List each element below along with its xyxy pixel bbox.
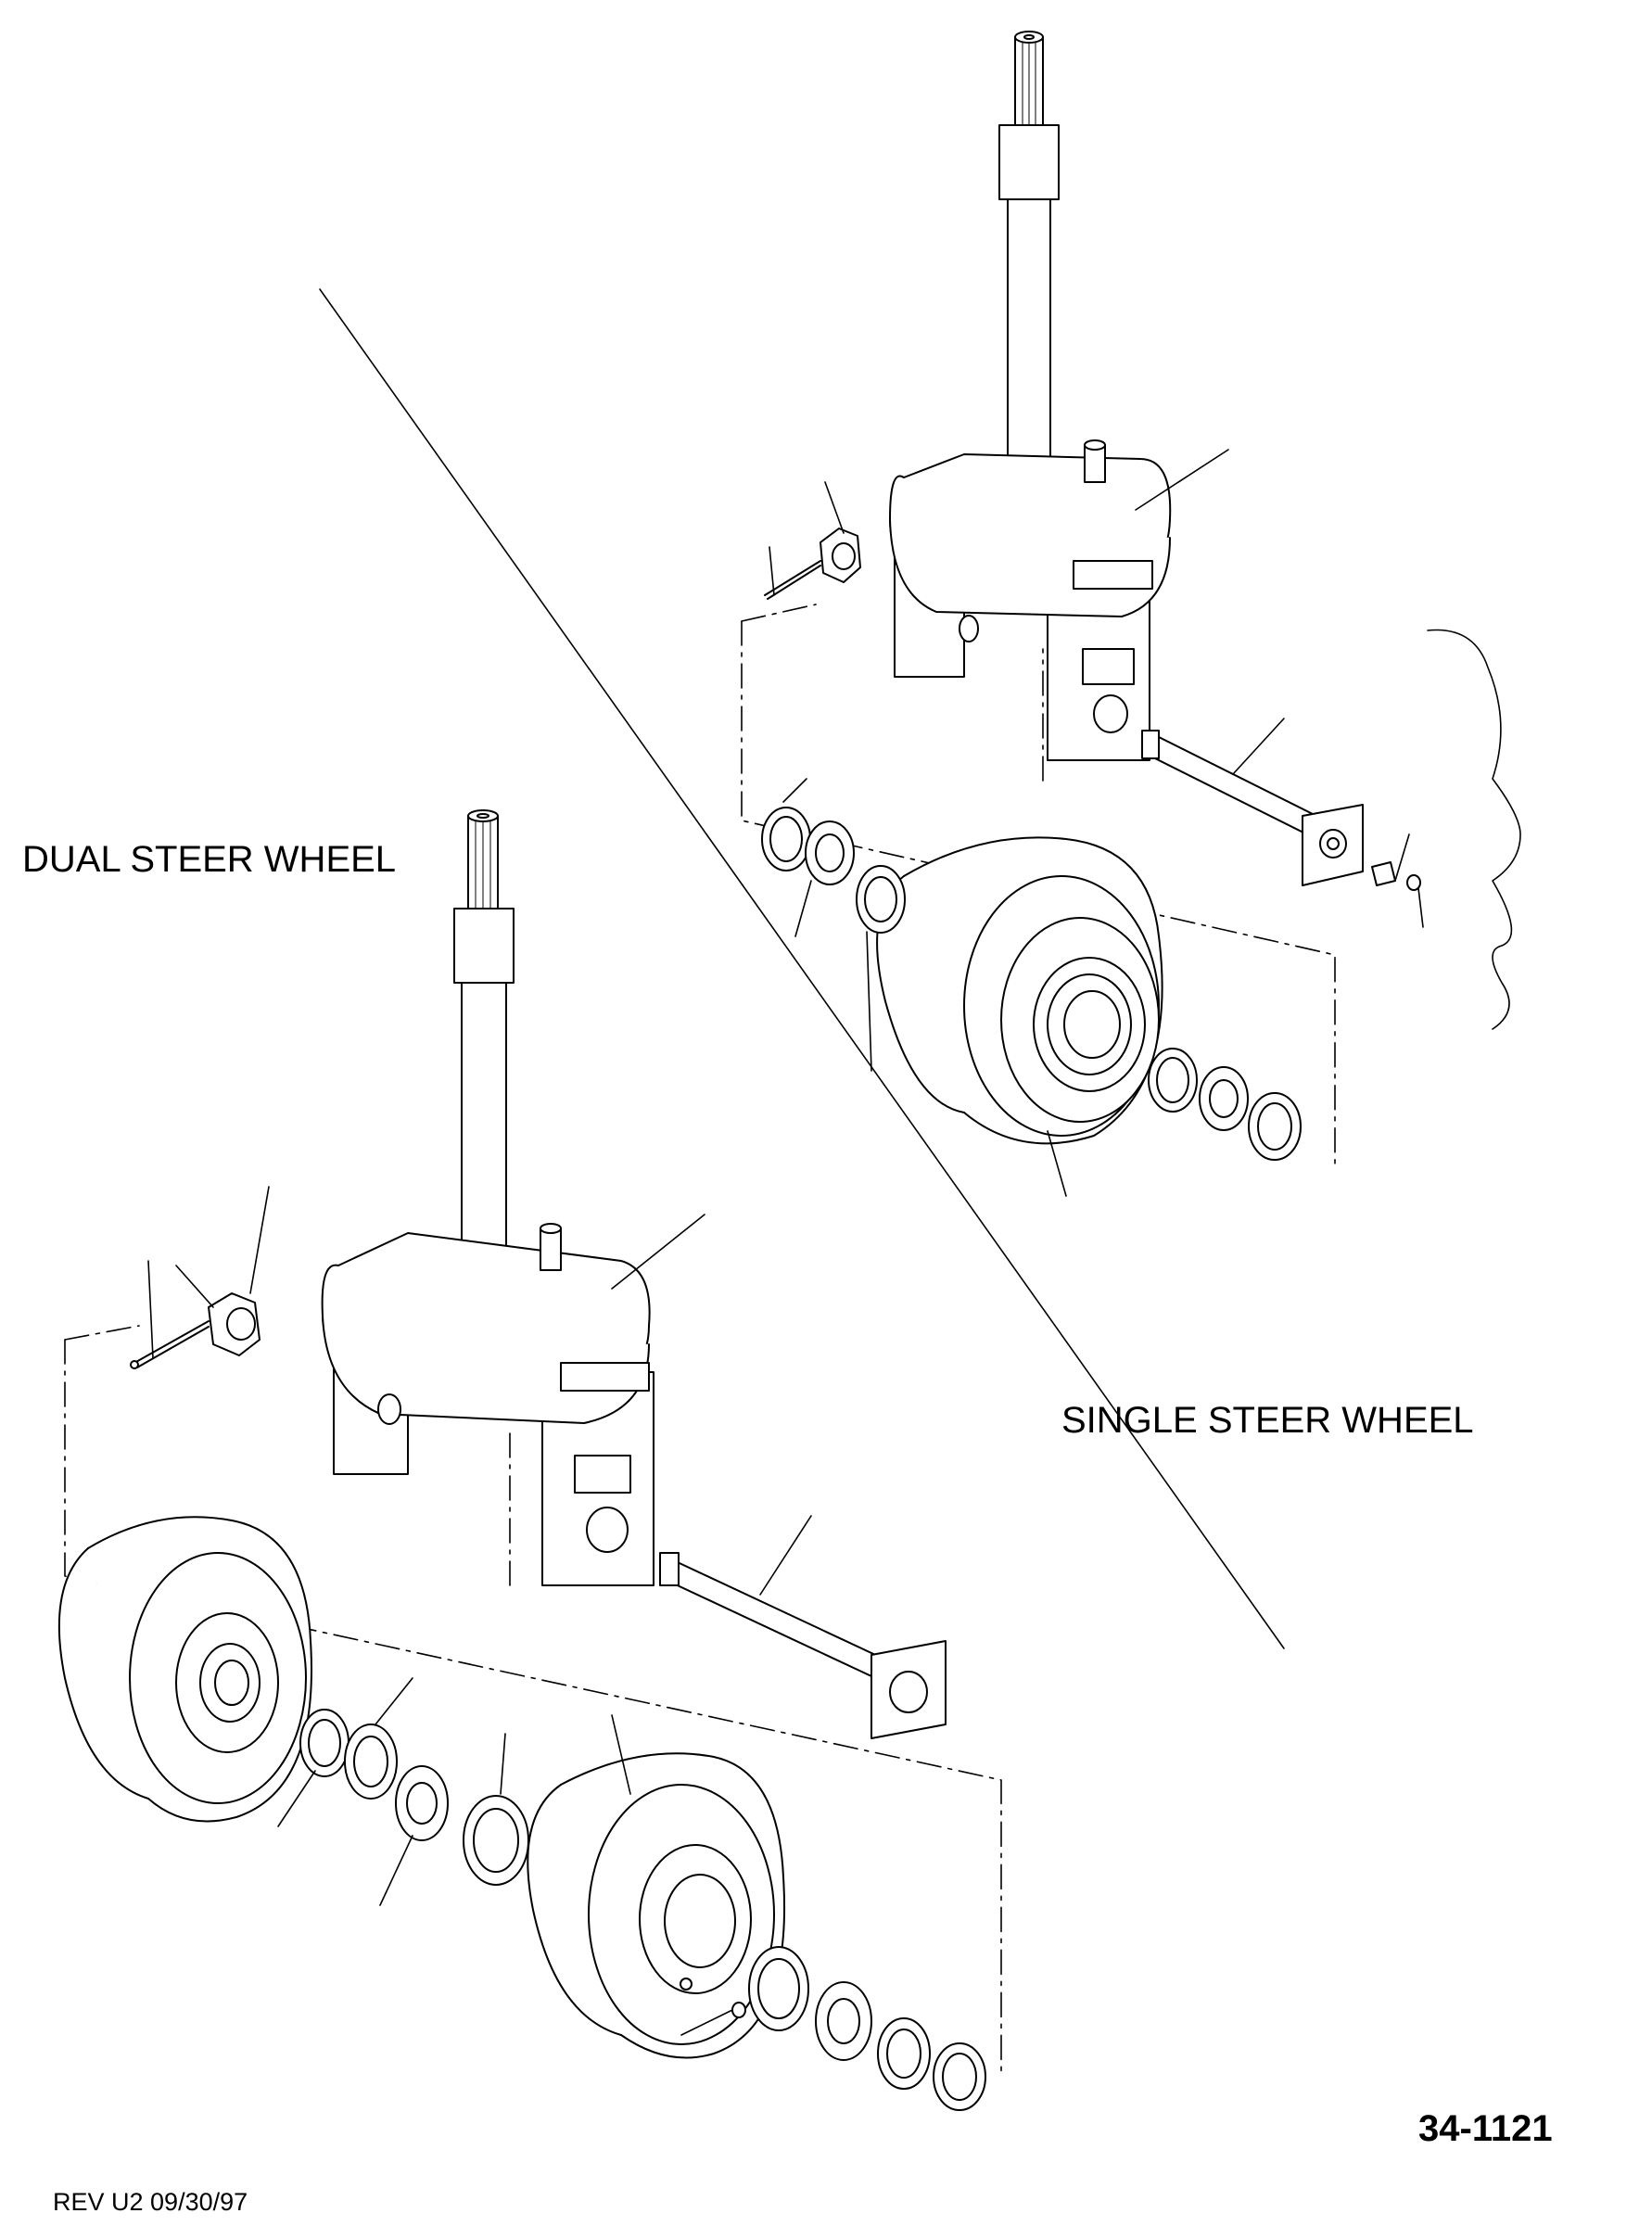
single-axle: [1141, 730, 1421, 891]
divider-line: [319, 288, 1285, 1649]
drawing-number: 34-1121: [1418, 2108, 1553, 2149]
dual-bearing-right: [731, 1946, 986, 2111]
dual-castle-nut: [130, 1292, 261, 1369]
dual-bearing-center: [299, 1709, 529, 1886]
dual-steer-wheel-label: DUAL STEER WHEEL: [22, 839, 397, 880]
dual-steer-assembly: [57, 809, 1002, 2111]
single-bearing-left: [761, 807, 906, 934]
dual-axle: [659, 1552, 947, 1739]
single-bearing-right: [1148, 1048, 1302, 1161]
dual-steer-wheel-right: [527, 1752, 786, 2059]
single-steer-assembly: [741, 31, 1521, 1197]
single-steer-wheel: [876, 836, 1163, 1145]
single-castle-nut: [764, 528, 861, 600]
single-steer-wheel-label: SINGLE STEER WHEEL: [1061, 1400, 1474, 1441]
single-knuckle: [889, 439, 1172, 761]
revision-note: REV U2 09/30/97: [53, 2188, 248, 2216]
dual-knuckle: [321, 1223, 654, 1586]
single-brace: [1427, 629, 1521, 1030]
dual-steer-wheel-left: [57, 1516, 312, 1823]
